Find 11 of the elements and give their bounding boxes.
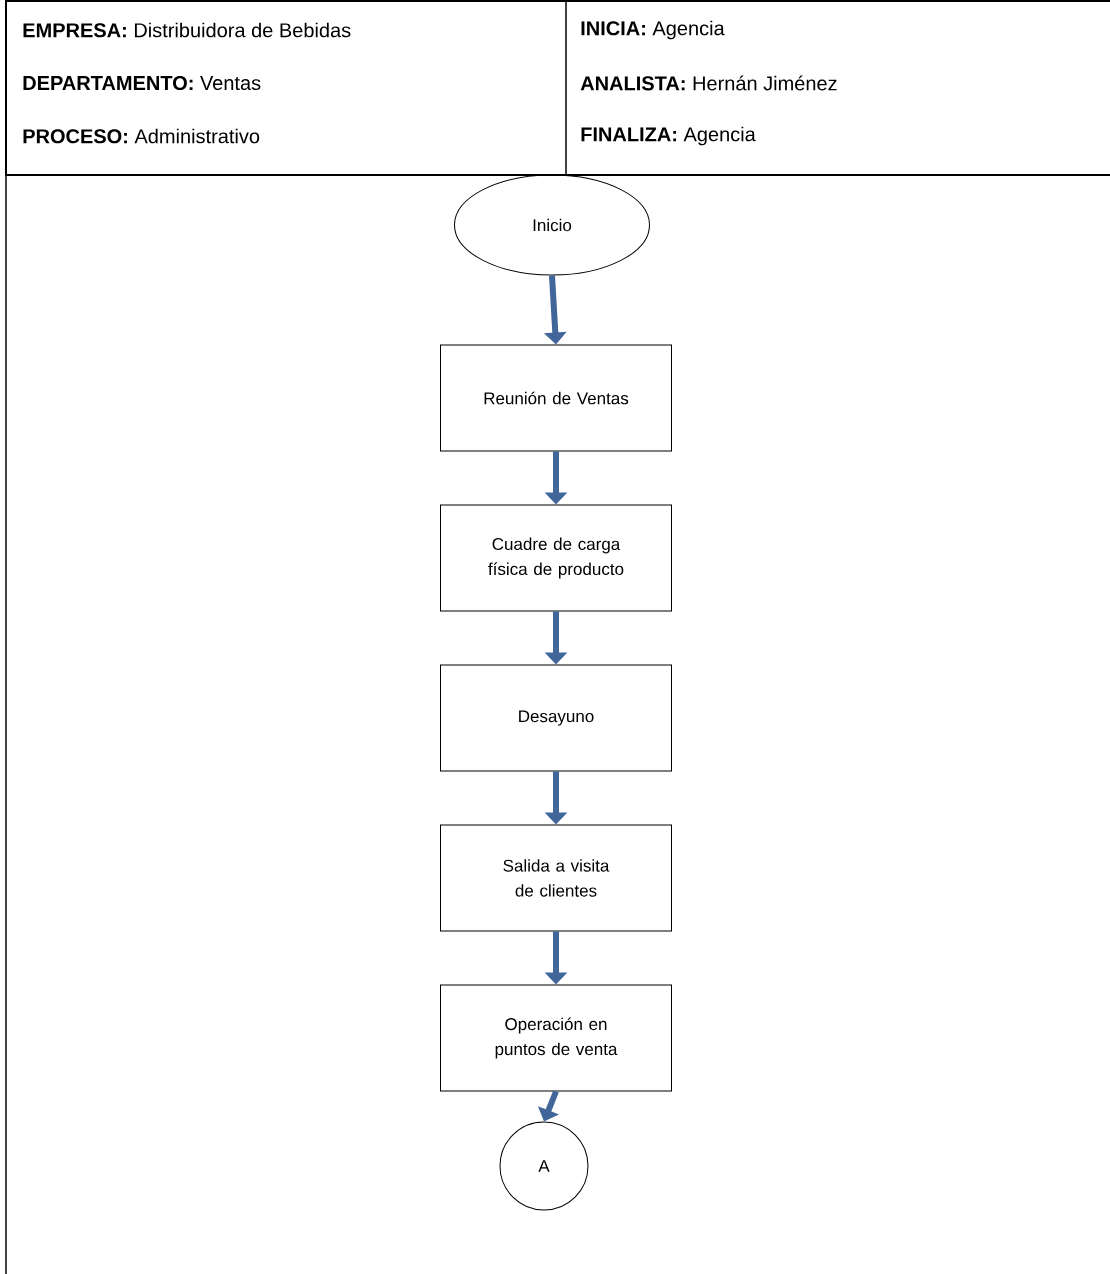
process-box: Operación en puntos de venta (440, 984, 672, 1092)
header-cell: DEPARTAMENTO: Ventas (23, 75, 261, 91)
process-box: Salida a visita de clientes (440, 824, 672, 932)
header-cell: INICIA: Agencia (581, 20, 725, 40)
header-cell: FINALIZA: Agencia (581, 126, 756, 146)
process-box: Cuadre de carga física de producto (440, 504, 672, 612)
header-cell: EMPRESA: Distribuidora de Bebidas (23, 22, 351, 38)
process-box: Desayuno (440, 664, 672, 772)
header-cell: PROCESO: Administrativo (23, 128, 260, 144)
process-box: Reunión de Ventas (440, 344, 672, 452)
header-cell: ANALISTA: Hernán Jiménez (580, 75, 837, 91)
